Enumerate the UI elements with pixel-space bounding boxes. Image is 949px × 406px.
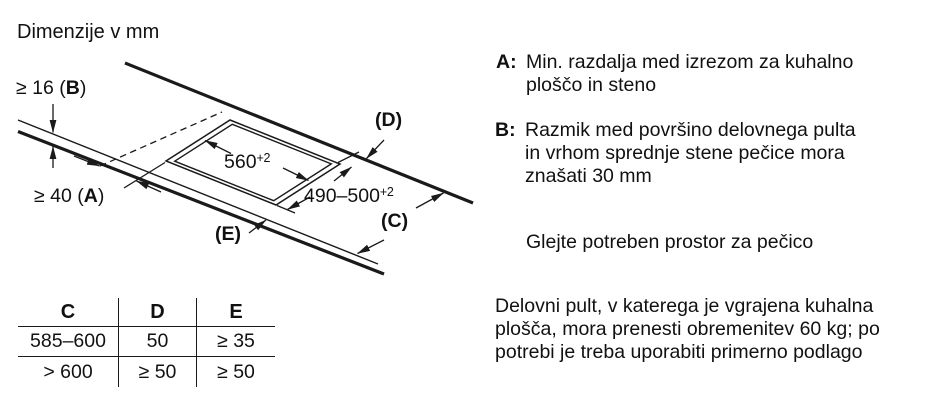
note-b-line: Razmik med površino delovnega pulta bbox=[525, 119, 856, 141]
note-b-line: znašati 30 mm bbox=[525, 165, 652, 187]
worktop-depth-c-back-arrow bbox=[415, 192, 444, 209]
cutout-width-right-arrow bbox=[282, 167, 309, 182]
table-cell-c1: 585–600 bbox=[18, 327, 118, 357]
table-cell-e2: ≥ 50 bbox=[196, 357, 275, 387]
note-load: Delovni pult, v katerega je vgrajena kuh… bbox=[495, 295, 880, 364]
cutout-depth-dimension: 490–500+2 bbox=[304, 182, 394, 206]
worktop-back-edge-line bbox=[124, 61, 474, 205]
note-a: A: Min. razdalja med izrezom za kuhalno … bbox=[496, 51, 853, 97]
cutout-depth-back-arrow bbox=[333, 166, 352, 182]
cutout-depth-tolerance: +2 bbox=[379, 185, 394, 199]
table-header-c: C bbox=[18, 298, 118, 327]
wall-reference-dashed-line bbox=[99, 111, 223, 167]
cutout-width-value: 560 bbox=[224, 151, 257, 173]
cutout-depth-extension-front-line bbox=[276, 204, 296, 214]
note-a-marker: A: bbox=[496, 51, 517, 73]
wall-distance-a-right-arrow bbox=[136, 180, 162, 193]
table-cell-d1: 50 bbox=[118, 327, 196, 357]
cutout-width-left-arrow bbox=[204, 139, 232, 155]
label-d-arrow bbox=[366, 139, 385, 159]
table-cell-d2: ≥ 50 bbox=[118, 357, 196, 387]
dimension-table: C D E 585–600 50 ≥ 35 > 600 ≥ 50 ≥ 50 bbox=[18, 298, 275, 387]
dim-b-letter: B bbox=[65, 77, 80, 99]
table-cell-e1: ≥ 35 bbox=[196, 327, 275, 357]
dim-b-label: ≥ 16 (B) bbox=[16, 78, 86, 98]
note-load-line: plošča, mora prenesti obremenitev 60 kg;… bbox=[495, 318, 880, 340]
cutout-depth-value: 490–500 bbox=[304, 185, 380, 207]
worktop-depth-c-front-arrow bbox=[357, 239, 385, 255]
cutout-depth-extension-back-line bbox=[337, 151, 360, 164]
note-b: B: Razmik med površino delovnega pulta i… bbox=[495, 119, 856, 188]
cutout-width-tolerance: +2 bbox=[256, 151, 271, 165]
note-oven-space: Glejte potreben prostor za pečico bbox=[526, 231, 813, 254]
note-b-marker: B: bbox=[495, 119, 516, 141]
dim-b-prefix: ≥ 16 ( bbox=[16, 77, 66, 99]
table-cell-c2: > 600 bbox=[43, 360, 93, 383]
worktop-front-bottom-edge-line bbox=[17, 130, 385, 276]
note-a-line: ploščo in steno bbox=[526, 74, 657, 96]
note-load-line: Delovni pult, v katerega je vgrajena kuh… bbox=[495, 295, 874, 317]
cutout-width-dimension: 560+2 bbox=[224, 148, 270, 172]
dim-b-suffix: ) bbox=[79, 77, 87, 99]
note-a-line: Min. razdalja med izrezom za kuhalno bbox=[526, 51, 854, 73]
dim-a-prefix: ≥ 40 ( bbox=[34, 185, 84, 207]
label-e-arrow bbox=[248, 219, 267, 234]
cutout-depth-front-arrow bbox=[287, 196, 311, 211]
note-load-line: potrebi je treba uporabiti primerno podl… bbox=[495, 341, 863, 363]
table-header-e: E bbox=[196, 298, 275, 327]
dim-a-suffix: ) bbox=[97, 185, 105, 207]
wall-distance-a-left-arrow bbox=[73, 155, 100, 167]
note-oven-space-line: Glejte potreben prostor za pečico bbox=[526, 231, 814, 253]
cutout-left-edge-extension-line bbox=[123, 161, 166, 189]
label-d: (D) bbox=[375, 109, 403, 131]
note-b-line: in vrhom sprednje stene pečice mora bbox=[525, 142, 845, 164]
dim-a-letter: A bbox=[83, 185, 98, 207]
cutout-inner-outline bbox=[173, 123, 333, 202]
page-title: Dimenzije v mm bbox=[17, 21, 160, 43]
worktop-front-top-edge-line bbox=[17, 119, 379, 265]
label-c: (C) bbox=[381, 210, 409, 232]
dim-a-label: ≥ 40 (A) bbox=[34, 186, 104, 206]
cutout-outer-outline bbox=[164, 119, 342, 206]
label-e: (E) bbox=[215, 223, 241, 245]
table-header-d: D bbox=[118, 298, 196, 327]
